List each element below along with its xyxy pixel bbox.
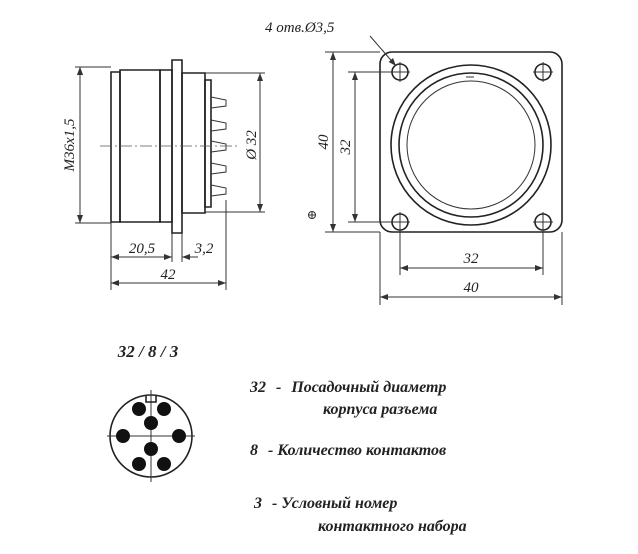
dim-20-5: 20,5 — [129, 241, 156, 257]
side-view: M36x1,5 Ø 32 20,5 3,2 42 — [62, 60, 265, 290]
dim-40-v: 40 — [316, 134, 332, 150]
dim-32-v: 32 — [338, 139, 354, 156]
legend-num: 32 — [249, 379, 266, 396]
dim-32-h: 32 — [463, 251, 480, 267]
legend-text: Посадочный диаметр — [290, 379, 446, 396]
dim-42: 42 — [161, 267, 177, 283]
svg-text:8-Количество контактов: 8-Количество контактов — [250, 442, 446, 459]
legend-num: 3 — [253, 495, 262, 512]
legend-text: Условный номер — [281, 495, 397, 512]
legend: 32-Посадочный диаметр корпуса разъема 8-… — [249, 379, 467, 535]
svg-text:32-Посадочный диаметр: 32-Посадочный диаметр — [249, 379, 446, 396]
diameter-label: Ø 32 — [244, 130, 260, 161]
thread-label: M36x1,5 — [62, 118, 78, 172]
legend-text: корпуса разъема — [323, 401, 437, 418]
front-view: 4 отв.Ø3,5 40 32 32 40 — [265, 20, 563, 305]
cursor-crosshair-icon — [308, 211, 316, 219]
dim-40-h: 40 — [464, 280, 480, 296]
dim-3-2: 3,2 — [194, 241, 214, 257]
legend-num: 8 — [250, 442, 258, 459]
legend-text: контактного набора — [318, 518, 467, 535]
pin-code: 32 / 8 / 3 — [117, 342, 179, 361]
holes-label: 4 отв.Ø3,5 — [265, 20, 335, 36]
legend-text: Количество контактов — [276, 442, 446, 459]
pin-layout: 32 / 8 / 3 — [107, 342, 195, 482]
svg-text:3-Условный номер: 3-Условный номер — [253, 495, 397, 512]
